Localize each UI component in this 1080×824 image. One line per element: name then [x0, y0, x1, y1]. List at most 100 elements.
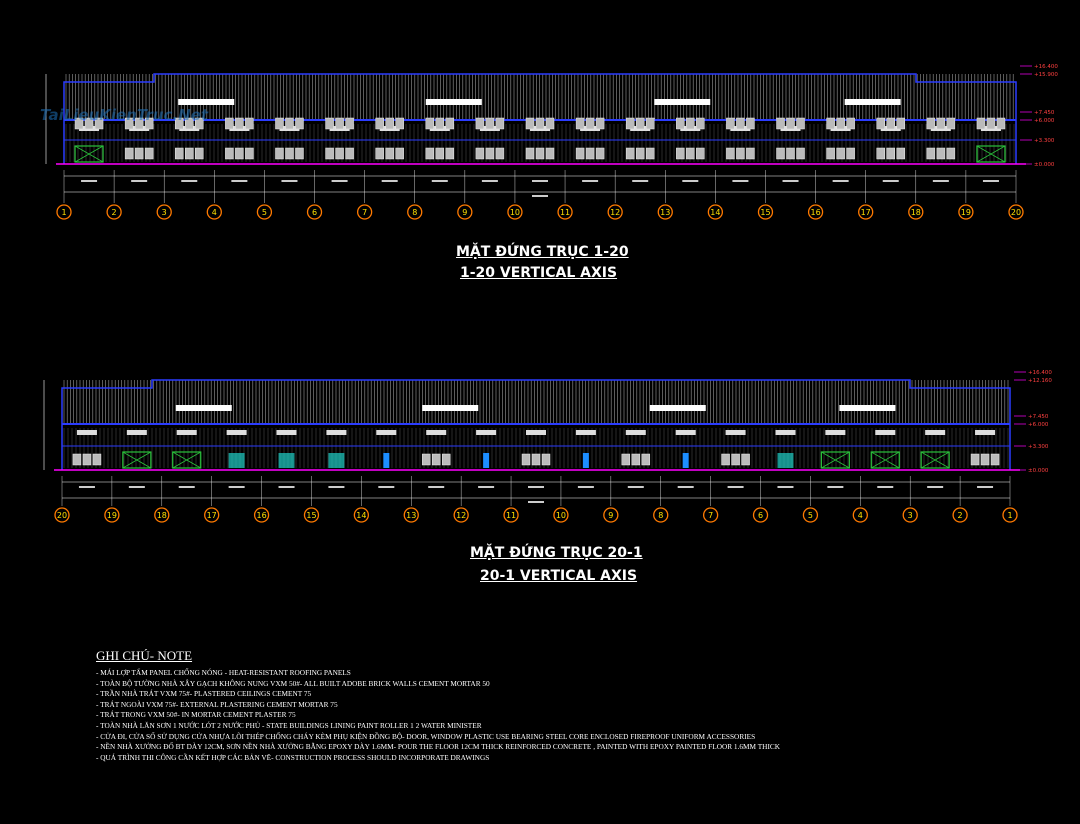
- window: [796, 147, 805, 160]
- axis-label: 11: [506, 511, 516, 520]
- level-label: ±0.000: [1028, 468, 1049, 474]
- upper-window: [976, 117, 986, 130]
- upper-window: [996, 117, 1006, 130]
- axis-label: 15: [306, 511, 316, 520]
- elevation-top-title-en: 1-20 VERTICAL AXIS: [460, 265, 618, 281]
- dimension-label: [528, 486, 544, 488]
- dimension-label: [328, 486, 345, 488]
- window: [431, 453, 441, 466]
- note-line: - QUÁ TRÌNH THI CÔNG CẦN KẾT HỢP CÁC BẢN…: [96, 752, 490, 762]
- upper-window: [225, 117, 234, 130]
- window: [776, 147, 785, 160]
- upper-window: [375, 117, 384, 130]
- axis-label: 16: [256, 511, 266, 520]
- upper-window: [175, 117, 184, 130]
- axis-bubble: [707, 204, 724, 220]
- window: [385, 147, 394, 160]
- dimension-label: [732, 180, 749, 182]
- axis-bubble: [457, 204, 473, 220]
- window: [741, 453, 750, 466]
- window: [295, 147, 304, 160]
- window: [531, 453, 541, 466]
- upper-window: [936, 117, 946, 130]
- cyan-door: [278, 453, 295, 468]
- canopy-badge: [725, 430, 746, 435]
- blue-door: [582, 453, 589, 468]
- upper-window: [535, 117, 545, 130]
- window: [425, 147, 435, 160]
- window: [736, 147, 745, 160]
- window: [980, 453, 990, 466]
- axis-label: 3: [162, 208, 167, 217]
- upper-window: [846, 117, 855, 130]
- green-roller-door: [976, 145, 1006, 163]
- upper-window: [445, 117, 455, 130]
- canopy-badge: [825, 430, 846, 435]
- dimension-label: [231, 180, 248, 182]
- window: [721, 453, 730, 466]
- axis-bubble: [206, 204, 222, 220]
- dimension-label: [381, 180, 398, 182]
- axis-bubble: [106, 204, 122, 220]
- axis-label: 12: [456, 511, 466, 520]
- canopy-badge: [126, 430, 147, 435]
- axis-bubble: [702, 507, 719, 523]
- upper-window: [896, 117, 905, 130]
- upper-window: [876, 117, 885, 130]
- canopy-badge: [675, 430, 696, 435]
- level-label: +3.300: [1034, 138, 1055, 144]
- window: [525, 147, 535, 160]
- upper-window: [696, 117, 705, 130]
- window: [245, 147, 254, 160]
- dimension-label: [131, 180, 148, 182]
- dimension-label: [378, 486, 395, 488]
- upper-window: [385, 117, 394, 130]
- axis-bubble: [858, 204, 874, 220]
- level-label: +16.400: [1034, 64, 1058, 70]
- dimension-label: [281, 180, 298, 182]
- dimension-label: [331, 180, 348, 182]
- window: [144, 147, 154, 160]
- upper-window: [796, 117, 805, 130]
- door-diagonal: [122, 451, 152, 469]
- dimension-label: [532, 180, 548, 182]
- axis-label: 7: [708, 511, 713, 520]
- blue-door: [682, 453, 689, 468]
- upper-window: [826, 117, 835, 130]
- window: [124, 147, 134, 160]
- axis-label: 14: [710, 208, 720, 217]
- axis-label: 13: [406, 511, 416, 520]
- window: [285, 147, 294, 160]
- elevation-bottom-title-en: 20-1 VERTICAL AXIS: [480, 568, 638, 584]
- upper-window: [285, 117, 294, 130]
- blue-door: [483, 453, 490, 468]
- note-line: - NỀN NHÀ XƯỞNG ĐỔ BT DÀY 12CM, SƠN NỀN …: [96, 742, 781, 752]
- axis-label: 10: [510, 208, 520, 217]
- upper-window: [645, 117, 655, 130]
- dimension-label: [982, 180, 999, 182]
- upper-window: [836, 117, 845, 130]
- axis-bubble: [557, 204, 573, 220]
- window: [846, 147, 855, 160]
- upper-window: [495, 117, 505, 130]
- upper-window: [295, 117, 304, 130]
- window: [195, 147, 204, 160]
- window: [435, 147, 445, 160]
- window: [645, 147, 655, 160]
- signage-panel: [649, 405, 706, 411]
- axis-bubble: [807, 204, 824, 220]
- level-label: +15.900: [1034, 72, 1058, 78]
- axis-bubble: [303, 507, 320, 523]
- upper-window: [946, 117, 956, 130]
- window: [545, 147, 555, 160]
- cyan-door: [228, 453, 245, 468]
- window: [826, 147, 835, 160]
- upper-window: [185, 117, 194, 130]
- window: [175, 147, 184, 160]
- dimension-label: [228, 486, 245, 488]
- window: [92, 453, 102, 466]
- axis-label: 16: [810, 208, 820, 217]
- upper-window: [585, 117, 595, 130]
- dimension-label: [777, 486, 794, 488]
